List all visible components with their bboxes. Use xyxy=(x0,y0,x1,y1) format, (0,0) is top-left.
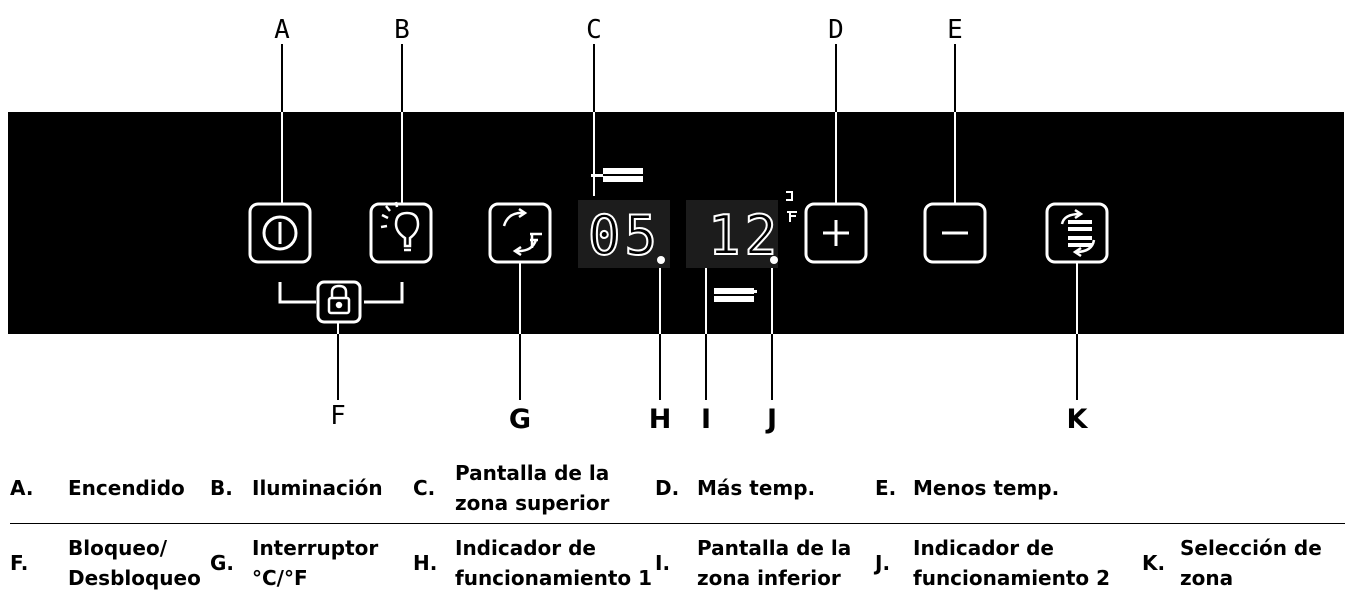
zone-switch-icon xyxy=(1060,208,1096,258)
callout-G: G xyxy=(509,404,531,435)
legend-text: Pantalla de la zona superior xyxy=(455,461,610,515)
callout-E: E xyxy=(947,15,963,45)
lightbulb-icon xyxy=(380,201,420,252)
legend-text: Bloqueo/ Desbloqueo xyxy=(68,536,201,590)
callout-B: B xyxy=(394,15,410,45)
light-button[interactable] xyxy=(369,201,433,264)
legend-letter: A. xyxy=(10,476,34,500)
leader-lines xyxy=(281,44,1078,400)
legend-item-K: K. Selección de zona xyxy=(1142,528,1322,598)
legend-item-C: C. Pantalla de la zona superior xyxy=(413,452,609,524)
legend-letter: G. xyxy=(210,551,235,575)
legend-text: Indicador de funcionamiento 1 xyxy=(455,536,653,590)
lower-zone-icon xyxy=(714,288,757,302)
legend-item-F: F. Bloqueo/ Desbloqueo xyxy=(10,528,201,598)
callout-C: C xyxy=(586,15,602,45)
unit-indicator-icon xyxy=(786,191,797,222)
legend-letter: F. xyxy=(10,551,29,575)
legend-letter: J. xyxy=(875,551,891,575)
callout-I: I xyxy=(701,404,711,435)
callout-D: D xyxy=(828,15,844,45)
legend-item-D: D. Más temp. xyxy=(655,452,815,524)
legend-text: Más temp. xyxy=(697,476,816,500)
legend-text: Selección de zona xyxy=(1180,536,1322,590)
upper-zone-value: 05 xyxy=(588,204,661,267)
legend-row-2: F. Bloqueo/ Desbloqueo G. Interruptor °C… xyxy=(0,528,1351,598)
temperature-down-button[interactable] xyxy=(923,202,987,264)
legend-letter: K. xyxy=(1142,551,1166,575)
plus-icon xyxy=(823,220,849,246)
legend-item-H: H. Indicador de funcionamiento 1 xyxy=(413,528,652,598)
legend-item-E: E. Menos temp. xyxy=(875,452,1059,524)
control-panel xyxy=(8,112,1344,334)
lock-button[interactable] xyxy=(316,280,362,324)
lower-zone-value: 12 xyxy=(708,204,781,267)
legend-text: Iluminación xyxy=(252,476,383,500)
legend-text: Interruptor °C/°F xyxy=(252,536,379,590)
legend-text: Pantalla de la zona inferior xyxy=(697,536,852,590)
lock-icon xyxy=(327,284,351,315)
legend-text: Encendido xyxy=(68,476,185,500)
upper-zone-display: 05 xyxy=(578,168,670,268)
legend-item-A: A. Encendido xyxy=(10,452,185,524)
legend-text: Menos temp. xyxy=(913,476,1060,500)
unit-switch-button[interactable] xyxy=(488,202,552,264)
legend-item-J: J. Indicador de funcionamiento 2 xyxy=(875,528,1110,598)
legend-item-I: I. Pantalla de la zona inferior xyxy=(655,528,851,598)
legend-letter: C. xyxy=(413,476,436,500)
zone-select-button[interactable] xyxy=(1045,202,1109,264)
legend-item-B: B. Iluminación xyxy=(210,452,383,524)
operation-indicator-1 xyxy=(657,256,665,264)
legend-divider xyxy=(10,523,1345,524)
callout-F: F xyxy=(330,401,346,431)
power-icon xyxy=(262,215,298,251)
callout-J: J xyxy=(765,404,777,435)
control-panel-diagram: A B C D E F G H I J K xyxy=(8,15,1344,435)
temperature-unit-icon xyxy=(502,207,542,257)
callout-H: H xyxy=(649,404,672,435)
operation-indicator-2 xyxy=(770,256,778,264)
legend-row-1: A. Encendido B. Iluminación C. Pantalla … xyxy=(0,452,1351,524)
temperature-up-button[interactable] xyxy=(804,202,868,264)
lower-zone-display: 12 xyxy=(686,191,797,302)
legend-letter: I. xyxy=(655,551,671,575)
legend-item-G: G. Interruptor °C/°F xyxy=(210,528,378,598)
upper-zone-icon xyxy=(591,168,643,182)
legend-letter: H. xyxy=(413,551,438,575)
callout-K: K xyxy=(1067,404,1089,435)
legend-letter: D. xyxy=(655,476,680,500)
legend-text: Indicador de funcionamiento 2 xyxy=(913,536,1111,590)
callout-A: A xyxy=(274,15,290,45)
legend-letter: E. xyxy=(875,476,897,500)
lock-bracket xyxy=(278,282,404,304)
power-button[interactable] xyxy=(248,202,312,264)
legend-letter: B. xyxy=(210,476,233,500)
